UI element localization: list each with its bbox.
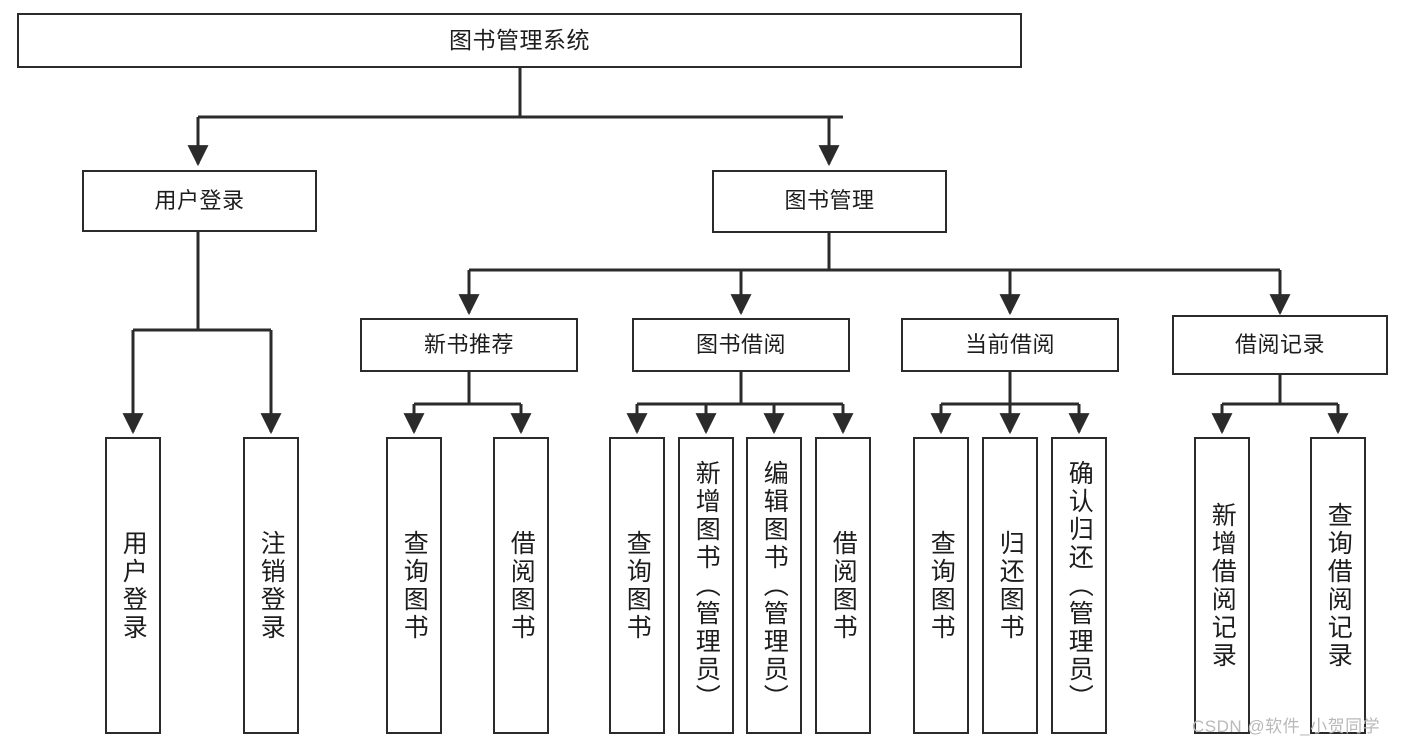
node-label: 借阅图书 [507, 529, 536, 642]
node-book-management[interactable]: 图书管理 [712, 170, 947, 233]
leaf-user-login[interactable]: 用户登录 [105, 437, 161, 734]
leaf-logout[interactable]: 注销登录 [243, 437, 299, 734]
node-label: 归还图书 [996, 529, 1025, 642]
leaf-return-book[interactable]: 归还图书 [982, 437, 1038, 734]
leaf-query-book-recommend[interactable]: 查询图书 [386, 437, 442, 734]
leaf-borrow-book-recommend[interactable]: 借阅图书 [493, 437, 549, 734]
node-user-login[interactable]: 用户登录 [82, 170, 317, 232]
leaf-add-borrow-record[interactable]: 新增借阅记录 [1194, 437, 1250, 734]
node-label: 用户登录 [154, 187, 245, 213]
node-label: 编辑图书（管理员） [760, 459, 789, 712]
watermark: CSDN @软件_小贺同学 [1192, 717, 1381, 736]
node-label: 用户登录 [119, 529, 148, 642]
node-label: 确认归还（管理员） [1065, 459, 1094, 712]
node-borrow-record[interactable]: 借阅记录 [1172, 315, 1388, 375]
node-label: 新书推荐 [423, 331, 514, 357]
leaf-query-book[interactable]: 查询图书 [609, 437, 665, 734]
node-label: 借阅记录 [1234, 331, 1325, 357]
node-label: 新增借阅记录 [1208, 501, 1237, 670]
node-label: 图书借阅 [695, 331, 786, 357]
leaf-query-borrow-record[interactable]: 查询借阅记录 [1310, 437, 1366, 734]
leaf-borrow-book[interactable]: 借阅图书 [815, 437, 871, 734]
node-label: 图书管理系统 [449, 26, 590, 53]
node-label: 查询图书 [623, 529, 652, 642]
node-label: 查询图书 [927, 529, 956, 642]
node-root-system[interactable]: 图书管理系统 [17, 13, 1022, 68]
node-new-book-recommend[interactable]: 新书推荐 [360, 318, 578, 372]
leaf-add-book-admin[interactable]: 新增图书（管理员） [678, 437, 734, 734]
node-label: 当前借阅 [964, 331, 1055, 357]
node-book-borrow[interactable]: 图书借阅 [632, 318, 850, 372]
node-label: 查询借阅记录 [1324, 501, 1353, 670]
node-current-borrow[interactable]: 当前借阅 [901, 318, 1119, 372]
node-label: 借阅图书 [829, 529, 858, 642]
leaf-edit-book-admin[interactable]: 编辑图书（管理员） [746, 437, 802, 734]
node-label: 注销登录 [257, 529, 286, 642]
node-label: 图书管理 [784, 188, 875, 214]
node-label: 查询图书 [400, 529, 429, 642]
leaf-query-book-current[interactable]: 查询图书 [913, 437, 969, 734]
node-label: 新增图书（管理员） [692, 459, 721, 712]
leaf-confirm-return-admin[interactable]: 确认归还（管理员） [1051, 437, 1107, 734]
